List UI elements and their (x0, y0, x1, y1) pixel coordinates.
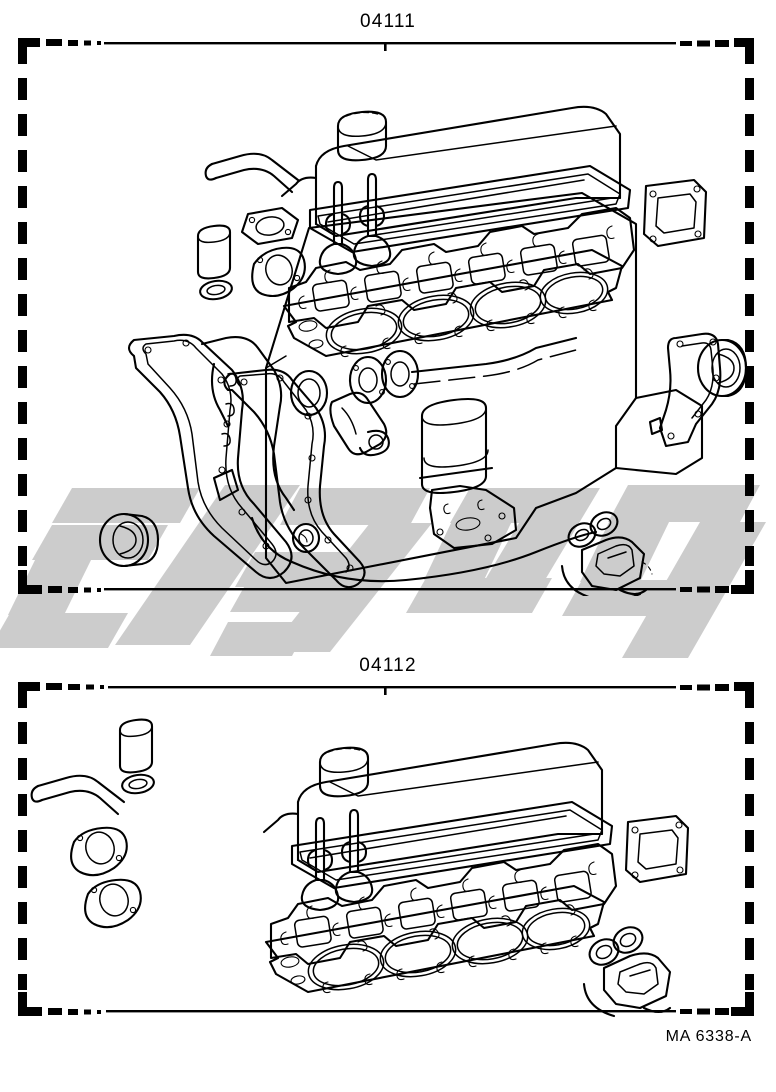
distributor-spacer (196, 224, 232, 280)
cylinder-head-kit-drawing (30, 718, 690, 1018)
valve-cover-gasket (290, 800, 614, 890)
coolant-pipe (410, 336, 578, 385)
valve-stem-seals (582, 926, 672, 1018)
engine-overhaul-kit-drawing (98, 105, 748, 596)
distributor-o-ring (121, 773, 155, 795)
timing-cover-gasket (127, 333, 293, 580)
exhaust-flange-gasket (642, 178, 708, 248)
thermostat-housing (329, 391, 390, 457)
oil-pan-rail (250, 516, 598, 583)
valve-cover (262, 741, 604, 874)
small-oil-seal (289, 369, 329, 417)
fuel-pump-gasket (240, 206, 300, 246)
panel-cylinder-head-gasket-kit[interactable] (16, 682, 756, 1018)
distributor-o-ring (199, 279, 233, 301)
panel-1-illustration (16, 38, 756, 596)
distributor-spacer (118, 718, 154, 774)
intake-runner (204, 152, 300, 194)
cylinder-head-gasket (282, 248, 624, 358)
valve-cover (280, 105, 622, 238)
rear-seal-retainer-gasket (648, 332, 722, 448)
rear-main-oil-seal (696, 338, 748, 398)
panel-code-04112: 04112 (359, 655, 417, 676)
panel-2-illustration (16, 682, 756, 1018)
oil-pump-cover (200, 336, 296, 512)
sheet-code: MA 6338-A (665, 1028, 752, 1045)
valve-cover-gasket (308, 164, 632, 254)
intake-runner (30, 774, 126, 816)
thermostat-gasket (84, 878, 142, 929)
cylinder-head-gasket (264, 884, 606, 994)
valves (318, 172, 392, 276)
manifold-gasket (269, 842, 618, 966)
valves (300, 808, 374, 912)
mid-o-ring (291, 522, 321, 554)
valve-stem-seals (560, 511, 653, 596)
water-outlet-gasket (70, 826, 128, 877)
oil-filter-assembly (418, 397, 518, 550)
panel-engine-overhaul-gasket-kit[interactable] (16, 38, 756, 596)
cylinder-block (264, 191, 704, 585)
manifold-gasket (287, 206, 636, 330)
front-cover-gasket (223, 368, 366, 589)
panel-code-04111: 04111 (359, 11, 416, 32)
oil-pump-gasket (251, 246, 306, 298)
water-pump-gaskets (348, 349, 420, 405)
exhaust-flange-gasket (624, 814, 690, 884)
front-crankshaft-oil-seal (98, 512, 160, 568)
